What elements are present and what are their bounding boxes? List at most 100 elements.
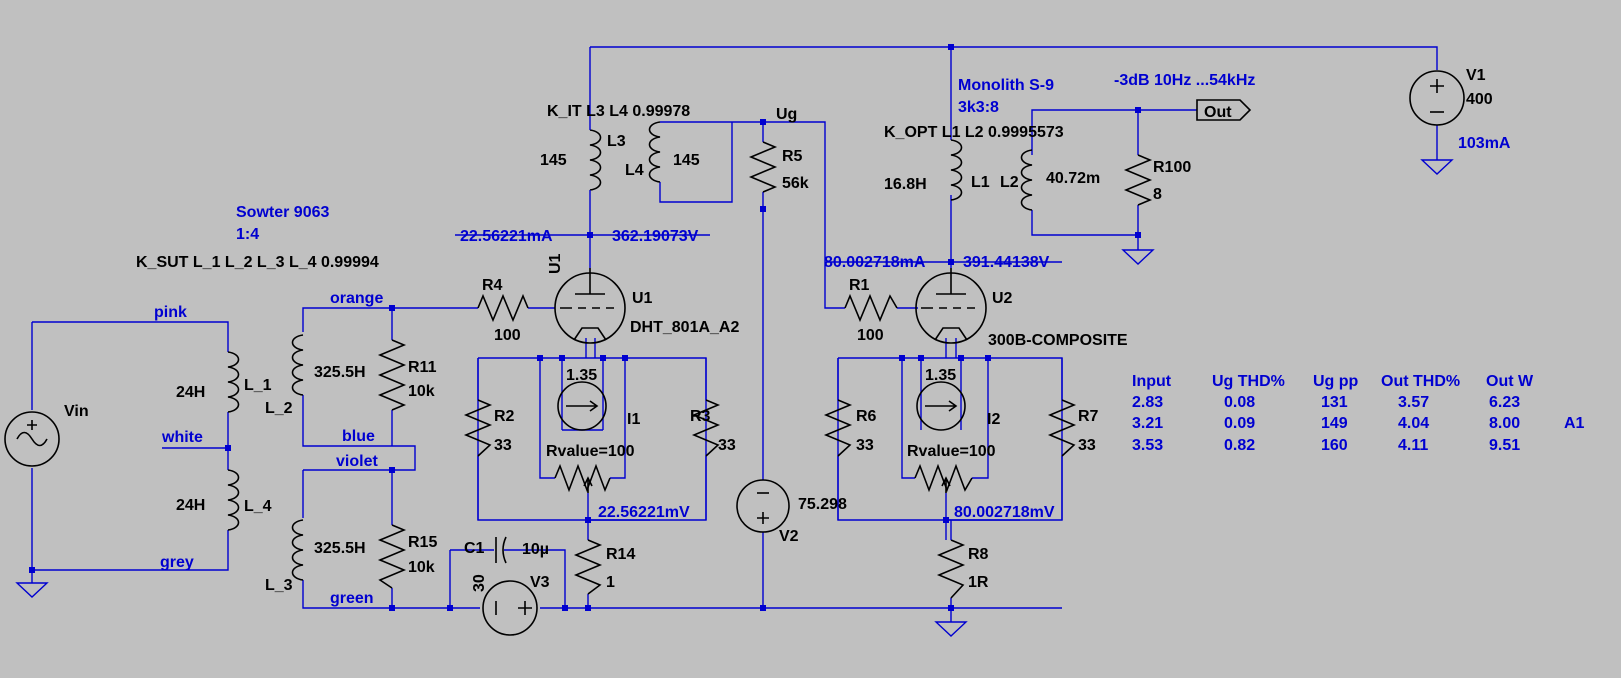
pot-p1[interactable] <box>554 463 611 493</box>
i1-name: I1 <box>627 411 640 428</box>
table-header-out-w: Out W <box>1486 373 1534 390</box>
resistor-R5[interactable] <box>748 141 778 193</box>
probe-u1-voltage: 362.19073V <box>612 228 699 245</box>
R14-name: R14 <box>606 546 635 563</box>
input-transformer-ratio: 1:4 <box>236 226 259 243</box>
R5-name: R5 <box>782 148 803 165</box>
table-cell: 3.21 <box>1132 415 1163 432</box>
L1-name: L1 <box>971 174 990 191</box>
c1-value: 10µ <box>522 541 549 558</box>
u1-ref-rotated: U1 <box>547 253 564 274</box>
resistor-R4[interactable] <box>477 293 529 323</box>
inductor-L_1[interactable] <box>227 351 240 413</box>
resistor-R1[interactable] <box>844 293 898 323</box>
tube-u1[interactable] <box>554 268 626 344</box>
probe-u1-bias: 22.56221mV <box>598 504 690 521</box>
ground-symbols <box>15 158 1454 637</box>
v3-source[interactable] <box>482 580 538 636</box>
resistor-R2[interactable] <box>463 399 493 457</box>
table-cell: 0.08 <box>1224 394 1255 411</box>
table-cell: 3.53 <box>1132 437 1163 454</box>
net-orange: orange <box>330 290 383 307</box>
inductor-L2[interactable] <box>1020 149 1033 211</box>
resistor-R7[interactable] <box>1047 399 1077 457</box>
v3-value: 30 <box>471 574 488 592</box>
L2-name: L2 <box>1000 174 1019 191</box>
L2-value: 40.72m <box>1046 170 1100 187</box>
L_3-value: 325.5H <box>314 540 366 557</box>
resistor-R11[interactable] <box>377 339 407 411</box>
R3-name: R3 <box>690 408 711 425</box>
ug-label: Ug <box>776 106 797 123</box>
inductor-L_3[interactable] <box>291 519 304 581</box>
R11-name: R11 <box>408 359 437 376</box>
table-mode-label: A1 <box>1564 415 1585 432</box>
c1-capacitor[interactable] <box>495 536 507 564</box>
pot-p2[interactable] <box>914 463 973 493</box>
inductor-L1[interactable] <box>950 139 963 201</box>
probe-u2-current: 80.002718mA <box>824 254 926 271</box>
table-header-input: Input <box>1132 373 1172 390</box>
resistor-R14[interactable] <box>573 539 603 595</box>
table-cell: 6.23 <box>1489 394 1520 411</box>
L4-name: L4 <box>625 162 644 179</box>
table-cell: 160 <box>1321 437 1348 454</box>
output-transformer-ratio: 3k3:8 <box>958 99 999 116</box>
v2-name: V2 <box>779 528 799 545</box>
junctions <box>29 44 1141 611</box>
resistor-R15[interactable] <box>377 524 407 589</box>
net-blue: blue <box>342 428 375 445</box>
output-transformer-name: Monolith S-9 <box>958 77 1054 94</box>
L_1-value: 24H <box>176 384 205 401</box>
L_4-name: L_4 <box>244 498 272 515</box>
table-header-ug-thd: Ug THD% <box>1212 373 1285 390</box>
L_1-name: L_1 <box>244 377 272 394</box>
current-source-i1[interactable] <box>557 381 607 431</box>
R11-value: 10k <box>408 383 435 400</box>
R8-name: R8 <box>968 546 989 563</box>
i2-name: I2 <box>987 411 1000 428</box>
v2-source[interactable] <box>736 479 790 533</box>
L_4-value: 24H <box>176 497 205 514</box>
R1-value: 100 <box>857 327 884 344</box>
ground-r100 <box>1121 248 1155 265</box>
table-cell: 149 <box>1321 415 1348 432</box>
resistor-R6[interactable] <box>823 399 853 457</box>
v1-current: 103mA <box>1458 135 1511 152</box>
R8-value: 1R <box>968 574 989 591</box>
tube-u2[interactable] <box>915 268 987 344</box>
table-cell: 131 <box>1321 394 1348 411</box>
R100-name: R100 <box>1153 159 1191 176</box>
out-port[interactable] <box>1196 99 1252 121</box>
inductor-L_4[interactable] <box>227 469 240 531</box>
vin-source[interactable] <box>4 411 60 467</box>
resistor-R100[interactable] <box>1123 154 1153 206</box>
resistor-R8[interactable] <box>936 520 966 599</box>
i2-value: 1.35 <box>925 367 956 384</box>
R14-value: 1 <box>606 574 615 591</box>
L4-value: 145 <box>673 152 700 169</box>
net-green: green <box>330 590 374 607</box>
inductor-L3[interactable] <box>589 115 602 195</box>
v1-value: 400 <box>1466 91 1493 108</box>
resistor-R3[interactable] <box>691 399 721 457</box>
R2-value: 33 <box>494 437 512 454</box>
v1-source[interactable] <box>1409 70 1465 126</box>
probe-u2-bias: 80.002718mV <box>954 504 1055 521</box>
u2-name: U2 <box>992 290 1013 307</box>
L3-value: 145 <box>540 152 567 169</box>
R1-name: R1 <box>849 277 870 294</box>
inductor-L4[interactable] <box>648 121 661 183</box>
pot-p1-label: Rvalue=100 <box>546 443 635 460</box>
R4-value: 100 <box>494 327 521 344</box>
i1-value: 1.35 <box>566 367 597 384</box>
R2-name: R2 <box>494 408 515 425</box>
inductor-L_2[interactable] <box>291 334 304 396</box>
table-cell: 3.57 <box>1398 394 1429 411</box>
table-header-ug-pp: Ug pp <box>1313 373 1359 390</box>
labels: Sowter 9063 1:4 K_SUT L_1 L_2 L_3 L_4 0.… <box>64 67 1511 607</box>
response-label: -3dB 10Hz ...54kHz <box>1114 72 1255 89</box>
R3-value: 33 <box>718 437 736 454</box>
table-cell: 9.51 <box>1489 437 1520 454</box>
current-source-i2[interactable] <box>916 381 966 431</box>
